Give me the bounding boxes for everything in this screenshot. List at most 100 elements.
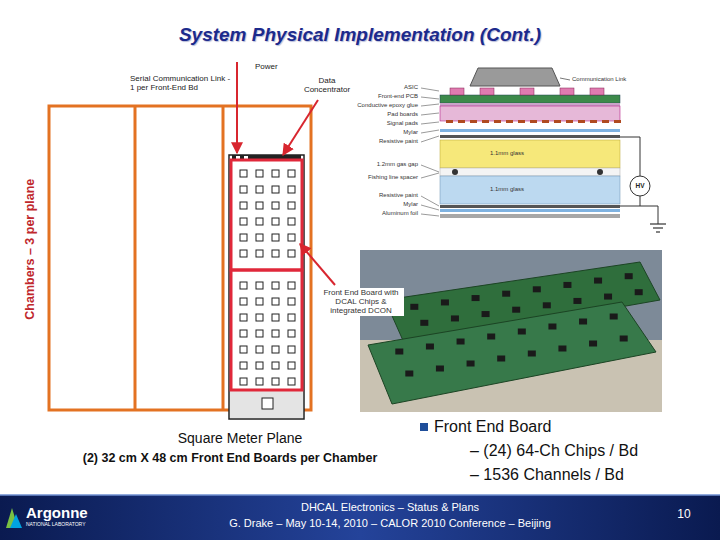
- chip-square: [272, 250, 279, 257]
- layer-label: Signal pads: [338, 120, 418, 127]
- leader-line: [421, 122, 439, 124]
- power-arrow: [236, 62, 238, 153]
- footer-text: G. Drake – May 10-14, 2010 – CALOR 2010 …: [150, 517, 630, 530]
- asic-chip: [590, 88, 604, 95]
- link-label: Serial Communication Link - 1 per Front-…: [130, 74, 234, 92]
- photo-chip: [548, 324, 556, 330]
- chip-square: [288, 250, 295, 257]
- layer-label: 1.1mm glass: [490, 150, 560, 157]
- layer-label: Communication Link: [572, 76, 652, 83]
- leader-line: [421, 130, 439, 133]
- signal-pad: [482, 120, 489, 123]
- photo-chip: [518, 329, 526, 335]
- chip-square: [240, 170, 247, 177]
- board-arrow: [300, 244, 335, 285]
- gas-gap: [440, 168, 620, 176]
- photo-chip: [420, 320, 428, 326]
- layer-label: Mylar: [338, 201, 418, 208]
- photo-chip: [533, 286, 541, 292]
- chip-grid: [240, 170, 295, 385]
- spacer: [597, 169, 603, 175]
- footer-bar: ArgonneNATIONAL LABORATORYDHCAL Electron…: [0, 495, 720, 540]
- mylar-layer: [440, 209, 620, 212]
- signal-pad: [470, 120, 477, 123]
- chip-square: [272, 346, 279, 353]
- ground-symbol: [653, 227, 663, 228]
- chip-square: [288, 330, 295, 337]
- photo-background: [360, 250, 662, 412]
- chip-square: [272, 282, 279, 289]
- signal-pad: [578, 120, 585, 123]
- board-strip: [229, 155, 304, 419]
- photo-chip: [451, 315, 459, 321]
- power-label: Power: [255, 62, 295, 71]
- hv-supply: [630, 176, 650, 196]
- photo-chip: [426, 344, 434, 350]
- chip-square: [288, 346, 295, 353]
- spacer: [452, 169, 458, 175]
- photo-chip: [441, 299, 449, 305]
- hv-wire: [620, 137, 640, 176]
- glass-layer: [440, 176, 620, 204]
- chip-square: [288, 314, 295, 321]
- chip-square: [240, 282, 247, 289]
- hv-label: HV: [630, 182, 650, 189]
- chip-square: [256, 186, 263, 193]
- chip-square: [288, 282, 295, 289]
- photo-chip: [625, 273, 633, 279]
- chambers-label: Chambers – 3 per plane: [23, 154, 37, 344]
- signal-pad: [494, 120, 501, 123]
- chip-square: [256, 234, 263, 241]
- photo-chip: [472, 295, 480, 301]
- chip-square: [240, 250, 247, 257]
- photo-chip: [436, 366, 444, 372]
- mylar-layer: [440, 129, 620, 132]
- bullet: [420, 423, 428, 431]
- leader-line: [421, 88, 439, 91]
- layer-label: Resistive paint: [338, 138, 418, 145]
- chip-square: [288, 234, 295, 241]
- photo-chip: [487, 334, 495, 340]
- signal-pad: [506, 120, 513, 123]
- signal-pad: [446, 120, 453, 123]
- pad-board-layer: [440, 106, 620, 121]
- chip-square: [240, 218, 247, 225]
- chip-square: [240, 298, 247, 305]
- leader-line: [421, 196, 439, 206]
- concentrator-label: Data Concentrator: [296, 76, 358, 94]
- chip-square: [288, 298, 295, 305]
- chip-square: [240, 202, 247, 209]
- layer-label: 1.1mm glass: [490, 186, 560, 193]
- bullet-text: Front End Board: [434, 418, 654, 436]
- photo-chip: [482, 311, 490, 317]
- leader-line: [421, 104, 439, 106]
- glass-layer: [440, 140, 620, 168]
- photo-chip: [573, 298, 581, 304]
- concentrator-strip: [230, 390, 303, 418]
- signal-pad: [518, 120, 525, 123]
- chip-square: [256, 330, 263, 337]
- photo-chip: [610, 314, 618, 320]
- chamber-cross-section: [421, 68, 666, 232]
- footer-rule: [0, 494, 720, 496]
- chip-square: [256, 170, 263, 177]
- logo-text: NATIONAL LABORATORY: [26, 522, 106, 528]
- chip-square: [288, 202, 295, 209]
- chip-square: [256, 202, 263, 209]
- photo-chip: [405, 371, 413, 377]
- photo-chip: [558, 346, 566, 352]
- layer-label: 1.2mm gas gap: [338, 161, 418, 168]
- glue-layer: [440, 103, 620, 106]
- leader-line: [421, 173, 439, 178]
- chip-square: [256, 378, 263, 385]
- chip-square: [272, 330, 279, 337]
- ground-symbol: [650, 223, 666, 224]
- chip-square: [256, 250, 263, 257]
- chip-square: [288, 186, 295, 193]
- chip-square: [288, 378, 295, 385]
- asic-chip: [520, 88, 534, 95]
- signal-pad: [542, 120, 549, 123]
- leader-line: [421, 165, 439, 172]
- signal-pad: [602, 120, 609, 123]
- board-label: Front End Board with DCAL Chips & integr…: [318, 288, 404, 316]
